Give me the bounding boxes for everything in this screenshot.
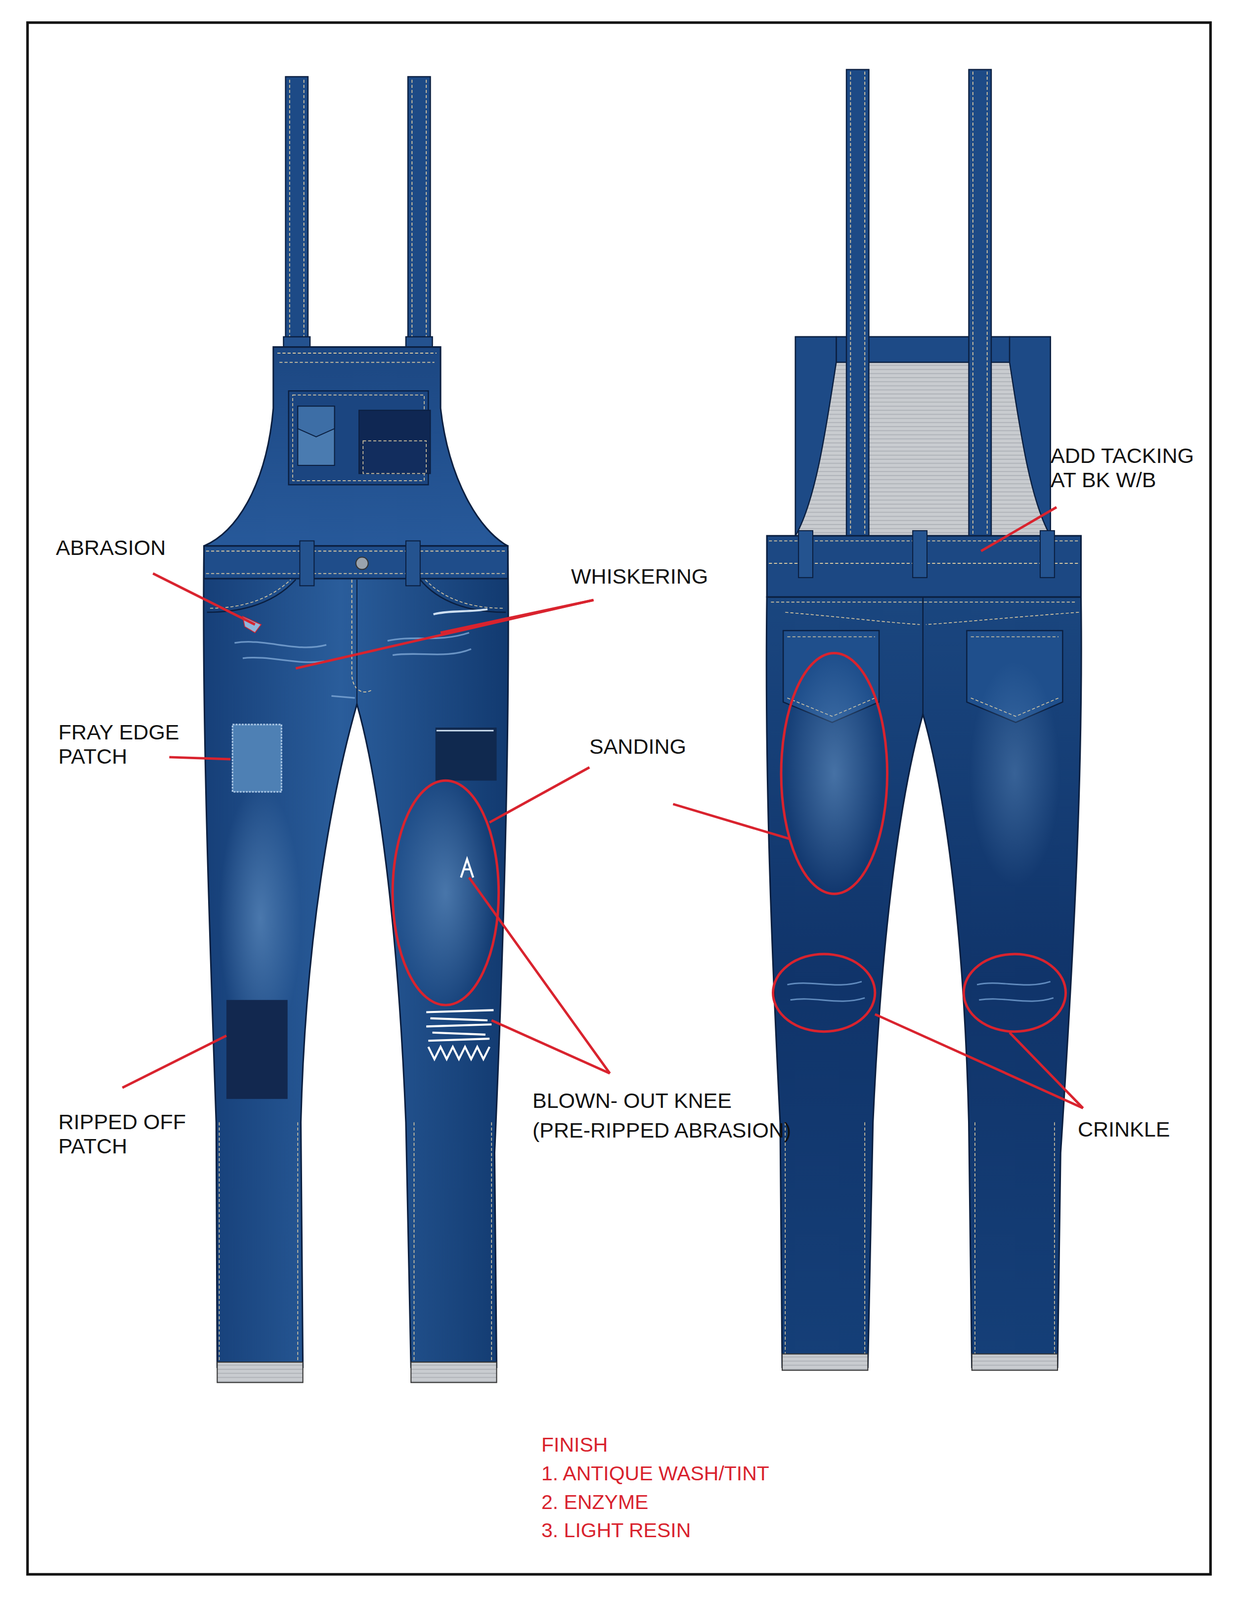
whiskering — [392, 648, 472, 655]
front-overall — [217, 1361, 303, 1382]
callout-markup — [169, 756, 231, 759]
callout-label: ADD TACKING AT BK W/B — [1050, 443, 1214, 493]
back-overall — [969, 69, 992, 541]
callout-markup — [980, 507, 1057, 552]
blown-out-knee — [426, 858, 494, 1059]
callout-label: (PRE-RIPPED ABRASION) — [532, 1117, 792, 1143]
callout-markup — [672, 803, 790, 839]
front-overall — [355, 557, 369, 570]
front-overall — [436, 729, 494, 732]
callout-markup — [875, 1014, 1084, 1108]
callout-markup — [440, 599, 594, 633]
back-overall — [846, 69, 869, 541]
callout-markup — [773, 953, 876, 1032]
front-overall — [358, 410, 431, 474]
front-overall — [285, 76, 309, 354]
back-overall — [795, 336, 1051, 536]
back-overall — [766, 69, 1082, 1370]
whiskering — [234, 641, 327, 648]
front-overall — [356, 579, 358, 705]
front-overall — [362, 440, 427, 474]
front-overall — [204, 347, 509, 546]
back-overall — [850, 71, 987, 539]
callout-markup — [469, 877, 611, 1073]
front-overall — [410, 1361, 497, 1382]
finish-note: 2. ENZYME — [541, 1490, 649, 1514]
front-overall — [433, 609, 488, 615]
front-overall — [206, 550, 506, 574]
blown-out-knee — [460, 858, 474, 878]
front-overall — [297, 405, 335, 437]
callout-label: SANDING — [589, 734, 687, 759]
sanding-area — [970, 661, 1060, 886]
callout-markup — [491, 1019, 610, 1073]
front-overall — [407, 76, 431, 354]
front-overall — [289, 79, 427, 353]
back-overall — [1040, 530, 1055, 578]
front-overall — [299, 540, 314, 586]
back-overall — [971, 1353, 1058, 1370]
back-overall — [912, 530, 927, 578]
callout-label: WHISKERING — [571, 564, 708, 589]
back-overall — [785, 1121, 1055, 1363]
callout-markup — [295, 599, 594, 668]
callout-label: FRAY EDGE PATCH — [58, 719, 207, 769]
finish-note: FINISH — [541, 1432, 608, 1457]
back-overall — [922, 596, 924, 714]
callout-markup — [392, 780, 499, 1005]
callout-label: ABRASION — [55, 535, 166, 560]
crinkle — [976, 981, 1054, 1002]
front-overall — [203, 76, 509, 1382]
finish-note: 1. ANTIQUE WASH/TINT — [541, 1461, 770, 1485]
callout-markup — [1009, 1032, 1084, 1108]
back-overall — [795, 336, 837, 536]
dark-patch — [435, 727, 497, 781]
whiskering — [234, 632, 472, 698]
blown-out-knee — [426, 1009, 494, 1041]
back-overall — [798, 530, 813, 578]
front-overall — [297, 405, 335, 466]
callout-markup — [122, 507, 1084, 1108]
callout-markup — [963, 953, 1066, 1032]
back-overall — [1009, 336, 1051, 536]
front-overall — [204, 545, 509, 579]
back-overall — [766, 596, 1082, 1367]
whiskering — [331, 695, 355, 698]
finish-note: 3. LIGHT RESIN — [541, 1518, 691, 1542]
front-overall — [219, 1121, 492, 1363]
callout-markup — [152, 573, 255, 625]
callout-markup — [489, 766, 590, 822]
callout-markup — [781, 652, 888, 894]
callout-label: BLOWN- OUT KNEE — [532, 1088, 732, 1113]
front-overall — [203, 550, 509, 1367]
fray-edge-patch — [232, 724, 282, 792]
crinkle — [787, 981, 1054, 1002]
front-overall — [277, 353, 437, 363]
sanding-area — [785, 656, 883, 891]
front-overall — [405, 540, 421, 586]
callout-label: CRINKLE — [1077, 1116, 1170, 1142]
callout-label: RIPPED OFF PATCH — [58, 1109, 217, 1159]
front-overall — [352, 579, 373, 692]
back-overall — [785, 612, 1079, 625]
crinkle — [787, 981, 865, 1002]
whiskering — [242, 657, 325, 663]
back-overall — [782, 1353, 868, 1370]
callout-markup — [122, 1035, 227, 1088]
page-frame — [27, 22, 1211, 1574]
blown-out-knee — [428, 1046, 490, 1060]
ripped-off-patch — [226, 999, 288, 1099]
